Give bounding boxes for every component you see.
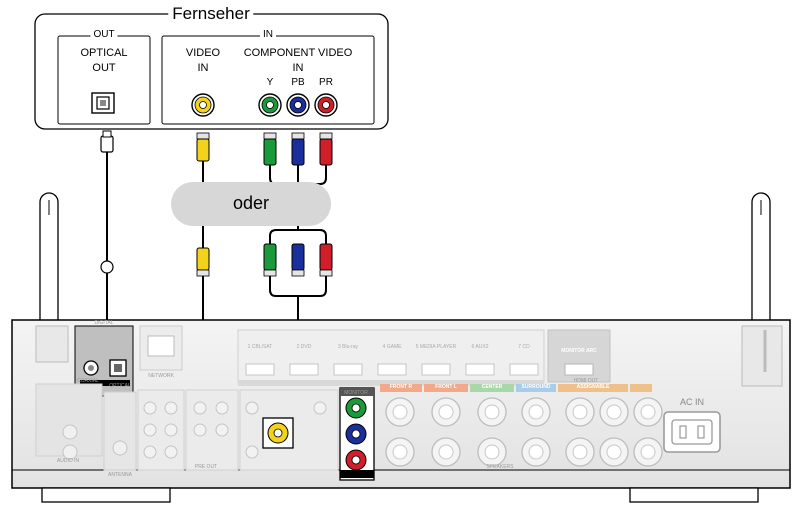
receiver-misc-label: ANTENNA [108, 472, 132, 478]
receiver-component-in [339, 387, 375, 481]
hdmi-input-label: 1 CBL/SAT [247, 344, 273, 350]
receiver-speaker-label-bar [380, 384, 652, 392]
speaker-terminal-core [528, 444, 544, 460]
hdmi-input-label: 3 Blu-ray [337, 344, 359, 350]
tv-out-group-label: OUT [90, 29, 118, 40]
hdmi-input-port [377, 363, 407, 376]
receiver-digital-audio-block [74, 325, 134, 397]
receiver-misc-label: MONITOR [344, 390, 368, 396]
receiver-misc-label: AUDIO IN [56, 458, 80, 464]
speaker-terminal-core [438, 404, 454, 420]
receiver-misc-label: PRE OUT [194, 464, 218, 470]
hdmi-input-port [509, 363, 539, 376]
tv-pb-label: PB [291, 77, 305, 88]
antenna-bases [35, 325, 783, 387]
hdmi-input-label: 2 DVD [296, 344, 312, 350]
receiver-misc-label: NETWORK [148, 373, 174, 379]
speaker-label: CENTER [481, 384, 503, 390]
tv-video-label-line2: IN [197, 62, 209, 74]
speaker-terminal-core [528, 404, 544, 420]
receiver-ac-inlet [663, 411, 721, 453]
receiver-hdmi-ports [245, 363, 594, 376]
speaker-terminal-core [640, 404, 656, 420]
hdmi-input-port [465, 363, 495, 376]
speaker-label: SURROUND [521, 384, 551, 390]
oder-oval [171, 182, 331, 226]
tv-component-label-line1: COMPONENT VIDEO [243, 47, 353, 59]
hdmi-input-label: 7 CD [518, 344, 530, 350]
hdmi-input-port [289, 363, 319, 376]
speaker-terminal-core [572, 444, 588, 460]
tv-optical-label-line2: OUT [92, 62, 116, 74]
receiver-video-in-port [262, 417, 294, 449]
hdmi-input-port [421, 363, 451, 376]
receiver-misc-label: HDMI OUT [573, 378, 599, 384]
receiver-misc-label: DIGITAL [94, 320, 114, 326]
tv-y-label: Y [266, 77, 274, 88]
tv-title: Fernseher [168, 4, 254, 24]
hdmi-input-port [333, 363, 363, 376]
oder-label: oder [232, 193, 270, 213]
hdmi-output-port [564, 363, 594, 376]
speaker-terminal-core [484, 404, 500, 420]
receiver-misc-label: COAXIAL [77, 378, 99, 384]
speaker-terminal-core [484, 444, 500, 460]
receiver-hdmi-bar [237, 329, 611, 386]
speaker-terminal-core [438, 444, 454, 460]
tv-component-label-line2: IN [292, 62, 304, 74]
tv-in-group-label: IN [260, 29, 276, 40]
receiver-misc-label: SPEAKERS [486, 464, 514, 470]
speaker-terminal-core [572, 404, 588, 420]
speaker-terminal-core [606, 404, 622, 420]
monitor-arc-label: MONITOR ARC [561, 348, 597, 354]
hdmi-input-label: 4 GAME [382, 344, 402, 350]
tv-video-label-line1: VIDEO [185, 47, 221, 59]
speaker-terminal-core [392, 444, 408, 460]
tv-optical-out-port [91, 92, 115, 114]
speaker-terminal-core [392, 404, 408, 420]
ac-in-label: AC IN [679, 397, 705, 407]
receiver-speaker-terminals [385, 397, 663, 467]
speaker-terminal-core [606, 444, 622, 460]
hdmi-input-label: 5 MEDIA PLAYER [415, 344, 457, 350]
tv-optical-label-line1: OPTICAL [80, 47, 128, 59]
tv-component-ports [258, 93, 338, 117]
receiver-antennas [39, 192, 771, 344]
speaker-label: FRONT L [435, 384, 457, 390]
tv-video-in-port [191, 93, 215, 117]
hdmi-input-port [245, 363, 275, 376]
speaker-terminal-core [640, 444, 656, 460]
hdmi-input-label: 6 AUX2 [471, 344, 489, 350]
receiver-misc-label: OPTICAL [109, 383, 131, 389]
speaker-label: FRONT R [389, 384, 413, 390]
tv-pr-label: PR [319, 77, 333, 88]
receiver-network-port [139, 325, 183, 371]
speaker-label: ASSIGNABLE [576, 384, 610, 390]
